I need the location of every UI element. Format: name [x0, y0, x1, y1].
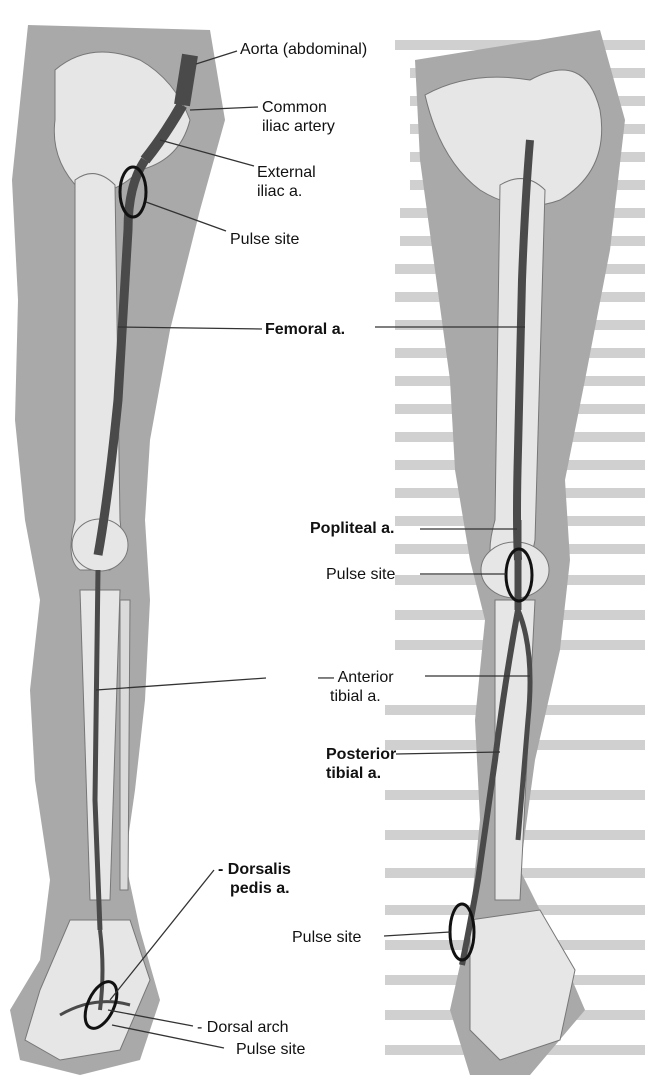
label-common-iliac-artery: Common iliac artery — [262, 98, 335, 136]
label-external-iliac-line1: External — [257, 163, 316, 182]
label-anterior-tibial-line2: tibial a. — [318, 687, 394, 706]
label-posterior-tibial-line2: tibial a. — [326, 764, 396, 783]
label-anterior-tibial: — Anterior tibial a. — [318, 668, 394, 706]
label-common-iliac-line2: iliac artery — [262, 117, 335, 136]
label-dorsal-arch: - Dorsal arch — [197, 1018, 289, 1037]
label-pulse-site-ankle: Pulse site — [292, 928, 361, 947]
heel-bones — [470, 910, 575, 1060]
label-dorsalis-pedis-line2: pedis a. — [218, 879, 291, 898]
label-pulse-site-groin: Pulse site — [230, 230, 299, 249]
label-pulse-site-foot: Pulse site — [236, 1040, 305, 1059]
label-common-iliac-line1: Common — [262, 98, 335, 117]
label-pulse-site-knee: Pulse site — [326, 565, 395, 584]
label-posterior-tibial-line1: Posterior — [326, 745, 396, 764]
label-anterior-tibial-line1: — Anterior — [318, 668, 394, 687]
label-external-iliac: External iliac a. — [257, 163, 316, 201]
label-popliteal-artery: Popliteal a. — [310, 519, 394, 538]
femur-bone — [71, 174, 121, 570]
leader-pulse-ankle — [384, 932, 450, 936]
anterior-leg — [10, 25, 225, 1075]
label-femoral-artery: Femoral a. — [265, 320, 345, 339]
label-dorsalis-pedis: - Dorsalis pedis a. — [218, 860, 291, 898]
label-aorta: Aorta (abdominal) — [240, 40, 367, 59]
label-posterior-tibial: Posterior tibial a. — [326, 745, 396, 783]
abdominal-aorta — [182, 55, 190, 105]
fibula-bone — [120, 600, 130, 890]
label-dorsalis-pedis-line1: - Dorsalis — [218, 860, 291, 879]
label-external-iliac-line2: iliac a. — [257, 182, 316, 201]
